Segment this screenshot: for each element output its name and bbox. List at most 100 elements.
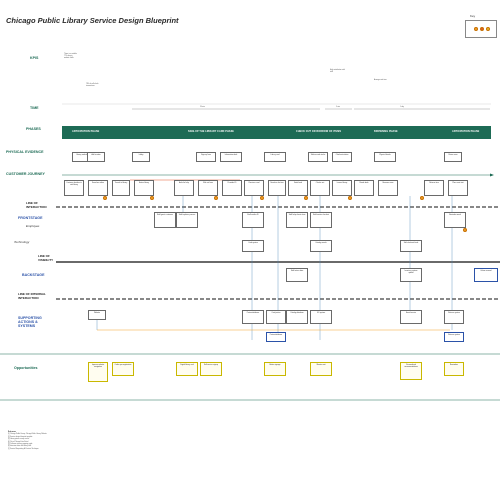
evidence-box: Checkout station [332,152,352,162]
label-line-of-interaction: LINE OF INTERACTION [26,201,47,209]
journey-step: Reads book [354,180,374,196]
label-technology: Technology [14,240,30,244]
opportunity-box: Online pre-registration [112,362,134,376]
opportunity-box: Better signage [264,362,286,376]
kpi-note: There is a notable 77% drop in website t… [64,54,77,59]
journey-step: Finds book [288,180,308,196]
phase-label: BROWSING PHASE [374,130,398,133]
label-line-of-internal-interaction: LINE OF INTERNAL INTERACTION [18,292,46,300]
evidence-box: Shelves and stacks [308,152,328,162]
technology-box: Self-checkout kiosk [400,240,422,252]
support-box: Returns system [444,310,464,324]
evidence-box: Lobby [132,152,150,162]
journey-step: Enters library [134,180,154,196]
journey-step: Customer decides to visit library [64,180,84,196]
reference-item: [3] Library patron survey results. [8,439,30,441]
emoji-icon [103,196,107,200]
frontstage-box: Staff verifies ID [242,212,264,228]
reference-item: [5] Customer journey mapping guide. [8,444,33,446]
label-employee: Employee [26,224,40,228]
evidence-box: Information desk [220,152,242,162]
label-customer-journey: CUSTOMER JOURNEY [6,172,45,176]
time-label: 5 min [336,107,340,108]
phase-label: CHECK OUT OR BORROW OF ITEMS [296,130,342,133]
support-box: Patron database [266,332,286,342]
label-line-of-visibility: LINE OF VISIBILITY [38,254,54,262]
time-label: 1 day [400,107,404,108]
journey-step: Checks out [310,180,330,196]
emoji-icon [150,196,154,200]
phase-label: ANTICIPATION PHASE [452,130,480,133]
emoji-icon [420,196,424,200]
technology-box: Card system [242,240,264,252]
kpi-note: Average wait time [374,80,387,81]
kpi-note: 78% of self-check transactions [86,84,99,87]
journey-step: Travels to library [112,180,130,196]
time-label: 20 min [200,107,205,108]
journey-step: Searches for item [268,180,286,196]
support-box: Website [88,310,106,320]
kpi-note: High satisfaction with staff [330,70,345,73]
technology-box: Catalog search [310,240,332,252]
frontstage-box: Staff explains process [176,212,198,228]
backstage-box: Staff enters data [286,268,308,282]
journey-step: Searches online [88,180,108,196]
emoji-icon [260,196,264,200]
references: References [1] Chicago Public Library. C… [8,432,168,451]
key-title: Key [470,14,476,18]
reference-item: [7] Service Blueprinting: A Practical Te… [8,448,39,450]
journey-step: Receives card [244,180,264,196]
journey-step: Provides ID [222,180,242,196]
emoji-icon [348,196,352,200]
frontstage-box: Staff greets customer [154,212,176,228]
label-time: TIME [30,106,39,110]
reference-item: [1] Chicago Public Library. Chicago Publ… [8,434,48,436]
emoji-icon [480,27,484,31]
emoji-icon [474,27,478,31]
frontstage-box: Staff helps locate item [286,212,308,228]
label-supporting: SUPPORTING ACTIONS & SYSTEMS [18,316,42,328]
evidence-box: Return area [444,152,462,162]
phase-label: SIGN-UP THE LIBRARY CARD PHASE [188,130,234,133]
key-legend [465,20,497,38]
label-opportunities: Opportunities [14,366,38,370]
evidence-box: Ask location [87,152,105,162]
phase-bar [62,126,491,139]
emoji-icon [214,196,218,200]
reference-item: [4] City of Chicago Data Portal. [8,441,29,443]
support-box: ILS system [310,310,332,324]
evidence-box: Physical books [374,152,396,162]
journey-step: Plans next visit [448,180,468,196]
page-title: Chicago Public Library Service Design Bl… [6,16,179,25]
evidence-box: Library card [264,152,286,162]
backstage-box: Online renewal [474,268,498,282]
label-physical-evidence: PHYSICAL EVIDENCE [6,150,44,154]
opportunity-box: Reminders [444,362,464,376]
phase-label: ANTICIPATION PHASE [72,130,100,133]
evidence-box: Sign-up form [196,152,216,162]
label-kpis: KPIS [30,56,39,60]
opportunity-box: Improve website navigation [88,362,108,382]
journey-step: Asks for help [174,180,194,196]
support-box: Card printer [266,310,286,324]
references-title: References [8,432,17,433]
reference-item: [2] Service design blueprint template. [8,436,33,438]
journey-step: Browses more [378,180,398,196]
support-box: Catalog database [286,310,308,324]
support-box: Patron database [242,310,264,324]
support-box: Returns system [444,332,464,342]
emoji-icon [463,228,467,232]
label-phases: PHASES [26,127,41,131]
emoji-icon [304,196,308,200]
opportunity-box: Digital library card [176,362,198,376]
support-box: Email service [400,310,422,324]
opportunity-box: Self-service signup [200,362,222,376]
reference-item: [6] Interview notes with library staff. [8,446,32,448]
frontstage-box: Staff assists checkout [310,212,332,228]
opportunity-box: Personalized recommendations [400,362,422,380]
journey-step: Returns item [424,180,444,196]
label-frontstage: FRONTSTAGE [18,216,43,220]
frontstage-box: Reminder email [444,212,466,228]
backstage-box: Inventory system update [400,268,422,282]
journey-step: Fills out form [198,180,218,196]
